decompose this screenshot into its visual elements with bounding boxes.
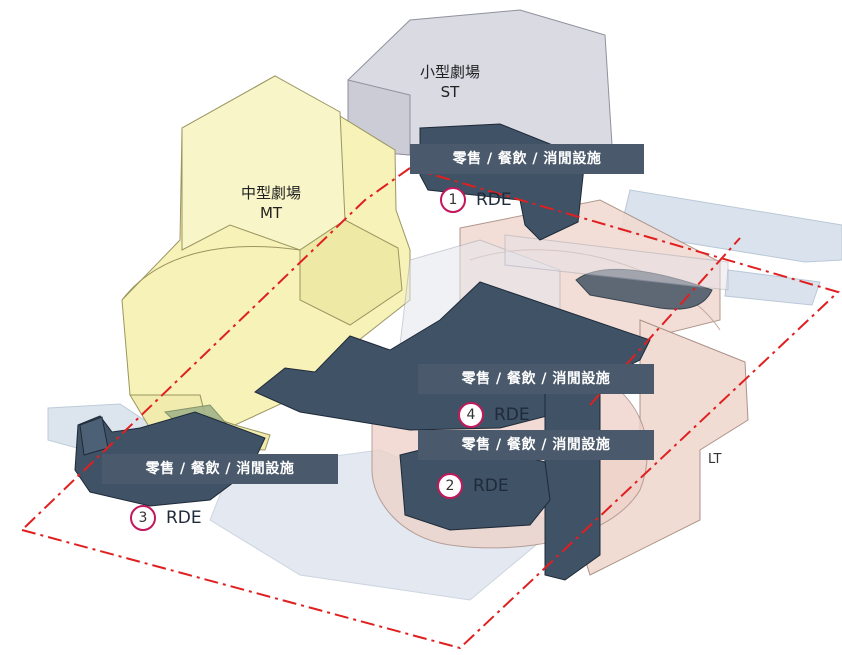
large-theatre-code: LT — [708, 452, 722, 467]
rde-1-banner: 零售 / 餐飲 / 消閒設施 — [410, 144, 644, 174]
glass-bridge-top — [504, 234, 729, 291]
medium-theatre-code: MT — [259, 204, 283, 222]
rde-4-tower — [544, 369, 601, 581]
rde-2-marker: 2 RDE — [437, 473, 509, 499]
rde-2-number-badge: 2 — [437, 473, 463, 499]
rde-3-banner: 零售 / 餐飲 / 消閒設施 — [102, 454, 338, 484]
rde-2-banner: 零售 / 餐飲 / 消閒設施 — [418, 430, 654, 460]
medium-theatre-arc — [121, 246, 301, 301]
rde-3-number-badge: 3 — [130, 505, 156, 531]
walkway-right — [724, 269, 821, 306]
site-boundary-diagonal — [21, 167, 411, 531]
rde-3-marker: 3 RDE — [130, 505, 202, 531]
rde-1-number-badge: 1 — [440, 187, 466, 213]
rde-1-marker: 1 RDE — [440, 187, 512, 213]
rde-4-banner: 零售 / 餐飲 / 消閒設施 — [418, 364, 654, 394]
medium-theatre-name: 中型劇場 — [240, 184, 301, 202]
rde-2-code: RDE — [473, 476, 509, 496]
medium-theatre-block — [121, 75, 411, 451]
rde-4-code: RDE — [494, 405, 530, 425]
medium-theatre-face — [181, 75, 346, 251]
rde-1-code: RDE — [476, 190, 512, 210]
rde-4-number-badge: 4 — [458, 402, 484, 428]
medium-theatre-label: 中型劇場 MT — [226, 183, 316, 223]
small-theatre-label: 小型劇場 ST — [405, 62, 495, 102]
small-theatre-code: ST — [440, 83, 460, 101]
rde-4-marker: 4 RDE — [458, 402, 530, 428]
small-theatre-name: 小型劇場 — [419, 63, 480, 81]
rde-3-code: RDE — [166, 508, 202, 528]
site-boundary-outline — [21, 167, 840, 650]
